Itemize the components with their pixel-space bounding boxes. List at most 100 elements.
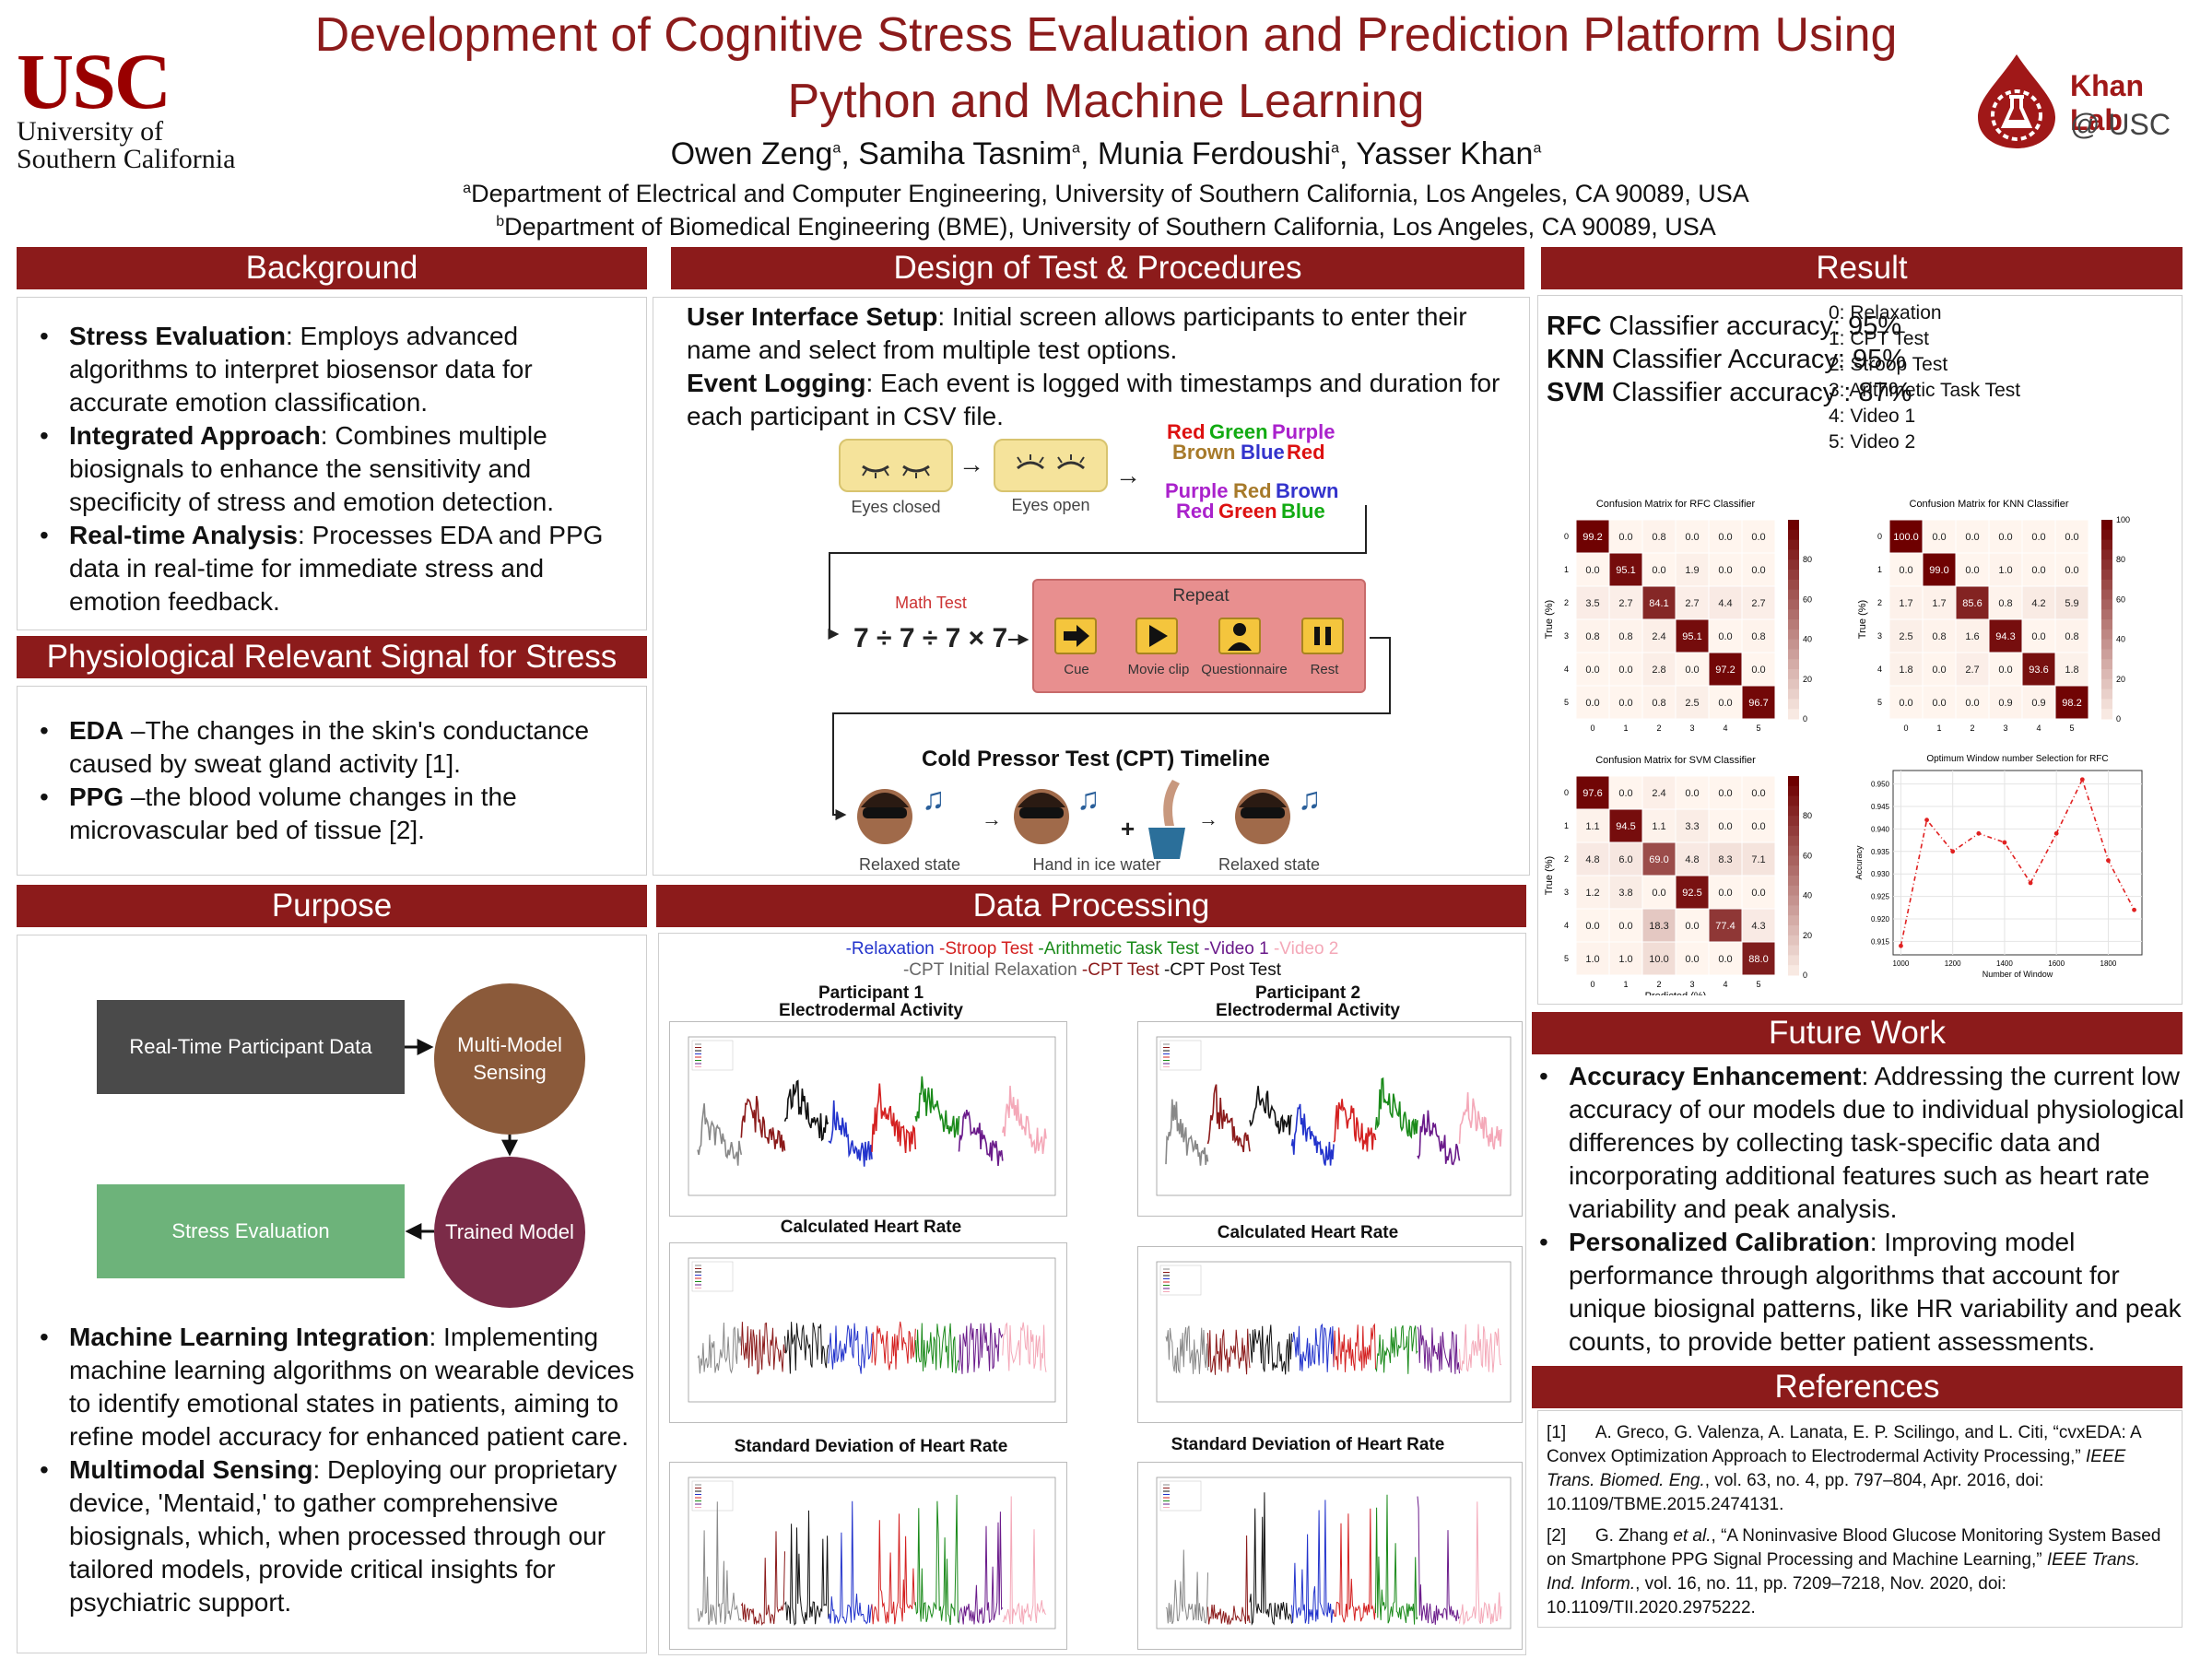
heatmap-cell [1641,808,1677,843]
heatmap-cell [1675,841,1710,877]
cell-label: 97.6 [1583,788,1602,799]
colorbar-segment [1788,539,1799,550]
ref-number: [1] [1547,1423,1567,1442]
cell-label: 0.0 [1965,532,1979,543]
cell-label: 0.0 [1751,665,1765,676]
signal-segment [1249,1324,1292,1375]
heatmap-cell [1575,875,1610,910]
y-axis-label: Accuracy [1854,845,1864,880]
signal-segment [1333,1508,1376,1623]
chart-title: Confusion Matrix for KNN Classifier [1910,499,2069,510]
signal-segment [1249,1086,1293,1135]
item-bold: Multimodal Sensing [69,1455,313,1484]
item-text: : Combines multiple biosignals to enhanc… [69,421,555,516]
cell-label: 84.1 [1649,598,1668,609]
cell-label: 0.8 [1998,598,2012,609]
accuracy-series-line [1900,777,2136,947]
x-tick-label: 5 [2069,724,2074,733]
signal-segment [740,1531,785,1626]
x-tick-label: 1 [1936,724,1941,733]
pause-icon [1301,618,1344,654]
colorbar-segment [1788,895,1799,906]
x-tick-label: 2 [1656,724,1661,733]
colorbar-segment [1788,589,1799,600]
item-bold: Accuracy Enhancement [1569,1062,1862,1090]
cell-label: 1.7 [1899,598,1912,609]
colorbar-segment [1788,785,1799,797]
heatmap-cell [1575,618,1610,653]
colorbar-segment [1788,629,1799,641]
x-tick-label: 0 [1903,724,1908,733]
item-bold: EDA [69,716,124,745]
cell-label: 18.3 [1649,921,1668,932]
heatmap-cell [1608,908,1643,943]
colorbar-segment [1788,776,1799,787]
y-tick-label: 4 [1877,665,1882,674]
x-axis-label: Predicted (%) [1645,991,1707,995]
cell-label: 98.2 [2062,698,2081,709]
heatmap-cell [1888,652,1924,687]
colorbar-segment [1788,925,1799,936]
x-tick-label: 3 [1689,724,1694,733]
y-tick-label: 5 [1564,954,1569,963]
x-tick-label: 0 [1590,980,1594,989]
x-tick-label: 3 [2003,724,2007,733]
p2-sd-svg [1156,1477,1512,1630]
participant2-name: Participant 2 [1254,983,1361,1003]
colorbar-segment [1788,520,1799,531]
x-tick-label: 1 [1623,724,1628,733]
stroop-word: Red [1233,479,1272,502]
cell-label: 96.7 [1748,698,1768,709]
window-selection-chart: Optimum Window number Selection for RFC0… [1854,754,2143,979]
colorbar-segment [1788,865,1799,877]
legend-box [1159,1040,1202,1071]
item-text: –the blood volume changes in the microva… [69,782,517,844]
ui-setup-text: : Initial screen allows participants to … [687,302,1467,364]
cell-label: 2.7 [1965,665,1979,676]
colorbar-segment [1788,955,1799,966]
signal-segment [1291,1500,1335,1625]
cell-label: 2.7 [1618,598,1632,609]
ice-bucket-icon [1148,780,1185,859]
participant1-name: Participant 1 [818,983,924,1003]
cell-label: 0.0 [1751,788,1765,799]
cell-label: 0.0 [1618,921,1632,932]
signal-segment [1374,1077,1418,1139]
colorbar-segment [1788,659,1799,670]
repeat-step-cue: Cue [1064,662,1089,677]
legend-box [691,1480,734,1512]
x-tick-label: 1600 [2048,959,2065,968]
y-tick-label: 3 [1877,631,1882,641]
class-label-list: 0: Relaxation 1: CPT Test 2: Stroop Test… [1829,300,2020,455]
plot-frame [688,1036,1056,1196]
colorbar-tick: 0 [1803,714,1807,724]
signal-segment [697,1322,742,1374]
heatmap-cell [2021,618,2056,653]
x-tick-label: 1200 [1945,959,1961,968]
signal-segment [1207,1535,1251,1625]
p2-eda-plot [1137,1021,1523,1217]
cell-label: 0.0 [1932,532,1946,543]
signal-segment [784,1510,830,1627]
cell-label: 0.0 [1751,532,1765,543]
heatmap-cell [2054,519,2089,554]
colorbar-segment [1788,816,1799,827]
colorbar-tick: 80 [1803,811,1812,820]
list-item: Stress Evaluation: Employs advanced algo… [30,320,633,419]
legend-item: -CPT Test [1081,960,1164,980]
heatmap-cell [1741,585,1776,620]
cpt-step-2: Hand in ice water [1032,855,1161,874]
heatmap-cell [1741,875,1776,910]
processing-legend-2: -CPT Initial Relaxation -CPT Test -CPT P… [658,960,1526,981]
y-tick-label: 0.945 [1871,803,1890,811]
colorbar-segment [1788,609,1799,620]
signal-segment [740,1322,785,1375]
colorbar-segment [1788,855,1799,866]
colorbar-tick: 0 [2116,714,2121,724]
item-text: –The changes in the skin's conductance c… [69,716,590,778]
y-tick-label: 0.950 [1871,781,1890,789]
y-axis-label: True (%) [1544,856,1555,895]
acc-text: Classifier Accuracy: 95% [1604,345,1907,374]
ref-etal: et al. [1673,1526,1712,1546]
cell-label: 2.4 [1652,631,1665,642]
